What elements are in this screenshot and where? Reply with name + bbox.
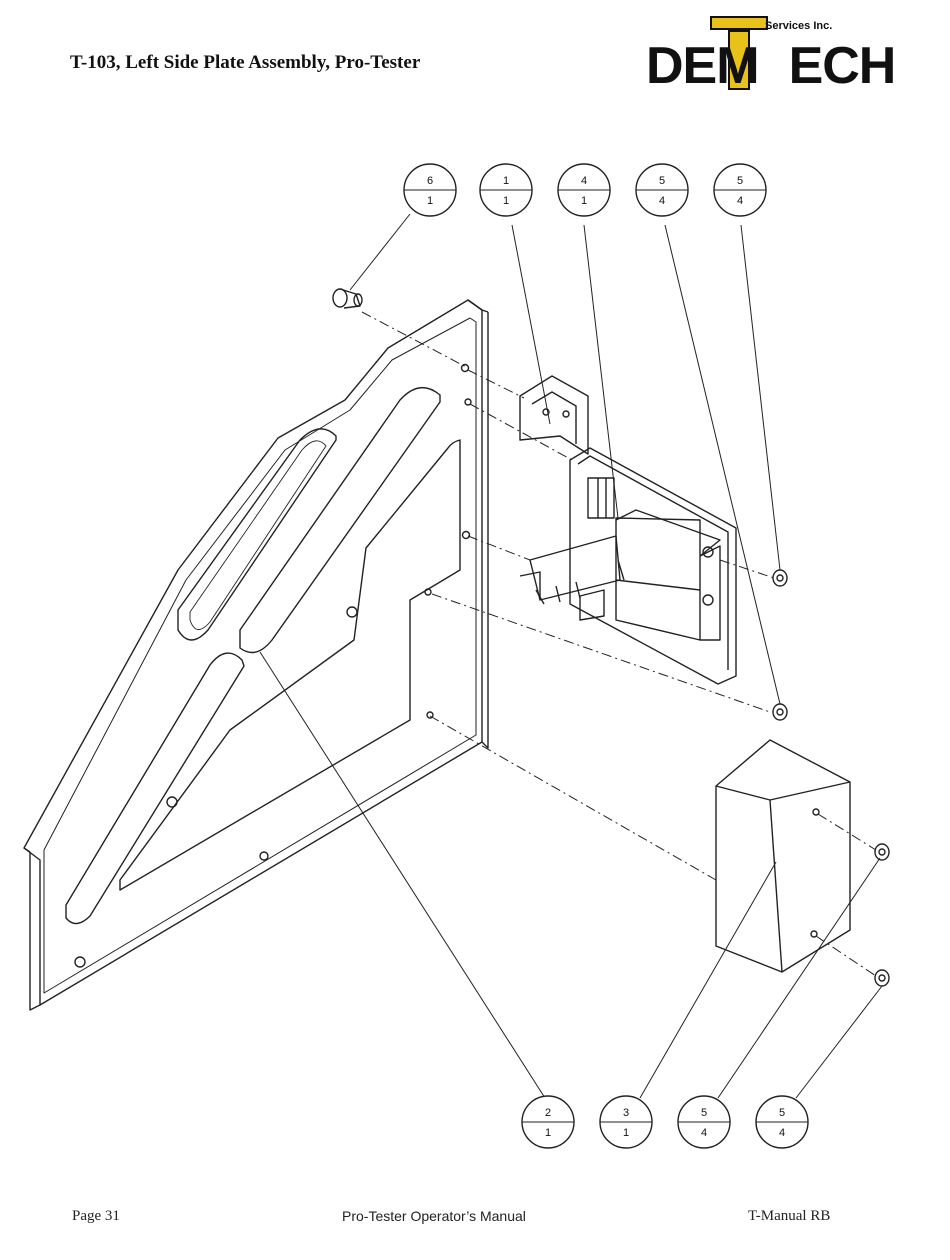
screws-item-5 <box>773 570 889 986</box>
bracket-item-1 <box>520 376 588 454</box>
assembly-centerlines <box>362 312 876 976</box>
callout-quantity: 1 <box>503 195 509 207</box>
leader-lines <box>260 214 882 1098</box>
callout-quantity: 4 <box>701 1127 707 1139</box>
callout-item-number: 5 <box>737 175 743 187</box>
callout-balloon-5c-bottom: 54 <box>678 1096 730 1148</box>
pin-item-6 <box>333 289 362 308</box>
callout-quantity: 1 <box>581 195 587 207</box>
callout-quantity: 4 <box>659 195 665 207</box>
callout-balloon-5d-bottom: 54 <box>756 1096 808 1148</box>
callout-quantity: 4 <box>737 195 743 207</box>
relay-mount-plate <box>520 448 736 684</box>
callout-balloon-4-top: 41 <box>558 164 610 216</box>
callout-balloon-5a-top: 54 <box>636 164 688 216</box>
callout-item-number: 5 <box>779 1107 785 1119</box>
side-plate <box>24 300 488 1010</box>
callout-item-number: 4 <box>581 175 587 187</box>
callout-item-number: 1 <box>503 175 509 187</box>
callout-balloon-1-top: 11 <box>480 164 532 216</box>
callout-item-number: 3 <box>623 1107 629 1119</box>
callout-balloon-3-bottom: 31 <box>600 1096 652 1148</box>
callout-item-number: 5 <box>659 175 665 187</box>
enclosure-box-item-3 <box>716 740 850 972</box>
footer-page-number: Page 31 <box>72 1208 120 1225</box>
callout-quantity: 1 <box>427 195 433 207</box>
callout-item-number: 5 <box>701 1107 707 1119</box>
callout-balloon-6-top: 61 <box>404 164 456 216</box>
callout-quantity: 1 <box>623 1127 629 1139</box>
footer-manual-title: Pro-Tester Operator’s Manual <box>342 1208 526 1224</box>
footer-revision: T-Manual RB <box>748 1208 830 1225</box>
callout-quantity: 4 <box>779 1127 785 1139</box>
callout-quantity: 1 <box>545 1127 551 1139</box>
callout-item-number: 6 <box>427 175 433 187</box>
callout-balloon-2-bottom: 21 <box>522 1096 574 1148</box>
callout-balloon-5b-top: 54 <box>714 164 766 216</box>
callout-item-number: 2 <box>545 1107 551 1119</box>
